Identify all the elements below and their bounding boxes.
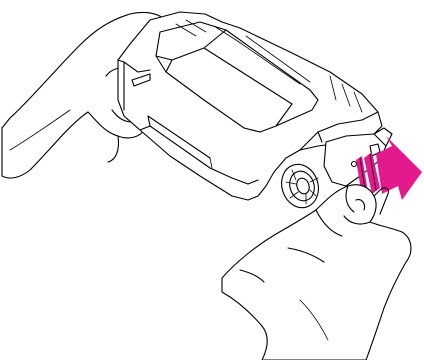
right-hand xyxy=(222,185,411,360)
cartridge-roller xyxy=(276,160,324,213)
